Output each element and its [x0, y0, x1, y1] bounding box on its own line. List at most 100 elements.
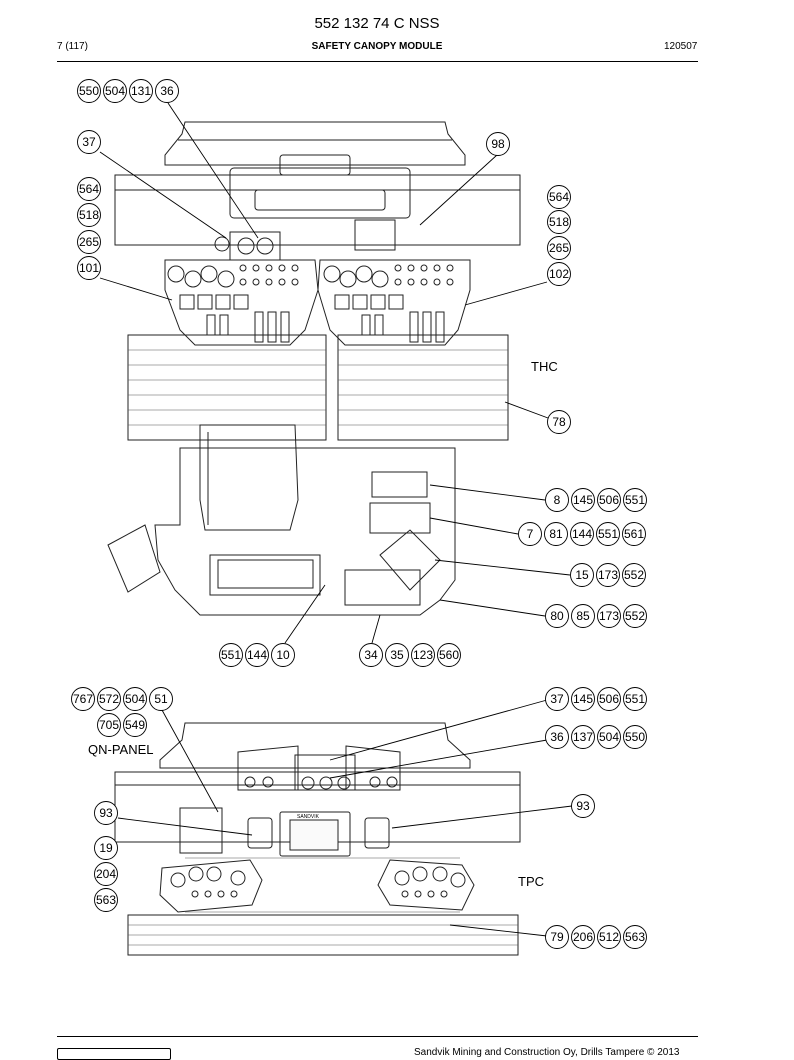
callout-circle [271, 643, 295, 667]
callout-number: 504 [599, 730, 619, 744]
callout-number: 504 [105, 84, 125, 98]
callout-circle [622, 563, 646, 587]
callout-number: 549 [125, 718, 145, 732]
callout-number: 506 [599, 692, 619, 706]
document-number: 552 132 74 C NSS [314, 15, 440, 32]
callout-circle [571, 488, 595, 512]
callout-number: 145 [573, 692, 593, 706]
callout-circle [359, 643, 383, 667]
callout-circle [545, 925, 569, 949]
callout-circle [571, 604, 595, 628]
callout-number: 204 [96, 867, 116, 881]
right-control-panel [317, 259, 471, 346]
callout-circle [123, 713, 147, 737]
callout-number: 552 [625, 609, 645, 623]
tpc-label: TPC [518, 874, 544, 889]
callout-circle [547, 185, 571, 209]
callout-number: 144 [247, 648, 267, 662]
callout-number: 15 [575, 568, 589, 582]
callout-number: 564 [79, 182, 99, 196]
callout-circle [77, 177, 101, 201]
callout-circle [385, 643, 409, 667]
callout-circle [97, 713, 121, 737]
callout-number: 173 [598, 568, 618, 582]
callout-circle [123, 687, 147, 711]
sandvik-logo [57, 1048, 171, 1060]
callout-circle [596, 522, 620, 546]
callout-number: 137 [573, 730, 593, 744]
callout-circle [571, 725, 595, 749]
callout-number: 504 [125, 692, 145, 706]
callout-number: 35 [390, 648, 404, 662]
callout-circle [77, 203, 101, 227]
callout-number: 51 [154, 692, 168, 706]
callout-number: 563 [625, 930, 645, 944]
callout-circle [155, 79, 179, 103]
callout-number: 80 [550, 609, 564, 623]
callout-number: 144 [572, 527, 592, 541]
callout-number: 10 [276, 648, 290, 662]
callout-number: 265 [79, 235, 99, 249]
callout-circle [97, 687, 121, 711]
callout-circle [545, 604, 569, 628]
callout-number: 101 [79, 261, 99, 275]
callout-number: 550 [79, 84, 99, 98]
callout-number: 7 [527, 527, 534, 541]
callout-number: 81 [549, 527, 563, 541]
left-floor-grating [127, 334, 327, 441]
callout-circle [77, 79, 101, 103]
callout-circle [623, 604, 647, 628]
left-armrest-panel [159, 859, 263, 913]
callout-circle [219, 643, 243, 667]
callout-number: 34 [364, 648, 378, 662]
callout-circle [486, 132, 510, 156]
callout-circle [547, 262, 571, 286]
callout-number: 145 [573, 493, 593, 507]
callout-number: 572 [99, 692, 119, 706]
right-floor-grating [337, 334, 509, 441]
callout-circle [545, 488, 569, 512]
display-brand-label: SANDVIK [297, 814, 320, 820]
callout-circle [623, 488, 647, 512]
callout-layer [71, 79, 647, 949]
callout-circle [77, 130, 101, 154]
callout-number: 36 [550, 730, 564, 744]
callout-circle [623, 687, 647, 711]
callout-circle [94, 862, 118, 886]
callout-number: 206 [573, 930, 593, 944]
callout-number: 551 [221, 648, 241, 662]
display-unit [279, 811, 351, 857]
callout-circle [597, 604, 621, 628]
callout-number: 560 [439, 648, 459, 662]
callout-circle [571, 925, 595, 949]
callout-circle [597, 725, 621, 749]
callout-circle [103, 79, 127, 103]
callout-number: 564 [549, 190, 569, 204]
callout-circle [411, 643, 435, 667]
revision-code: 120507 [664, 41, 698, 52]
cabin-floor [154, 447, 456, 616]
callout-circle [77, 256, 101, 280]
callout-number: 173 [599, 609, 619, 623]
callout-circle [71, 687, 95, 711]
callout-number: 551 [625, 493, 645, 507]
callout-circle [597, 925, 621, 949]
callout-number: 563 [96, 893, 116, 907]
callout-circle [94, 836, 118, 860]
callout-number: 37 [550, 692, 564, 706]
left-control-panel [164, 259, 319, 346]
callout-number: 85 [576, 609, 590, 623]
canopy-roof [164, 121, 466, 166]
callout-number: 19 [99, 841, 113, 855]
callout-circle [547, 236, 571, 260]
operator-seat [199, 424, 299, 531]
callout-circle [94, 888, 118, 912]
callout-circle [545, 725, 569, 749]
footer-rule [57, 1036, 698, 1037]
callout-number: 552 [624, 568, 644, 582]
callout-number: 93 [576, 799, 590, 813]
callout-circle [597, 488, 621, 512]
callout-number: 506 [599, 493, 619, 507]
callout-number: 98 [491, 137, 505, 151]
callout-circle [149, 687, 173, 711]
